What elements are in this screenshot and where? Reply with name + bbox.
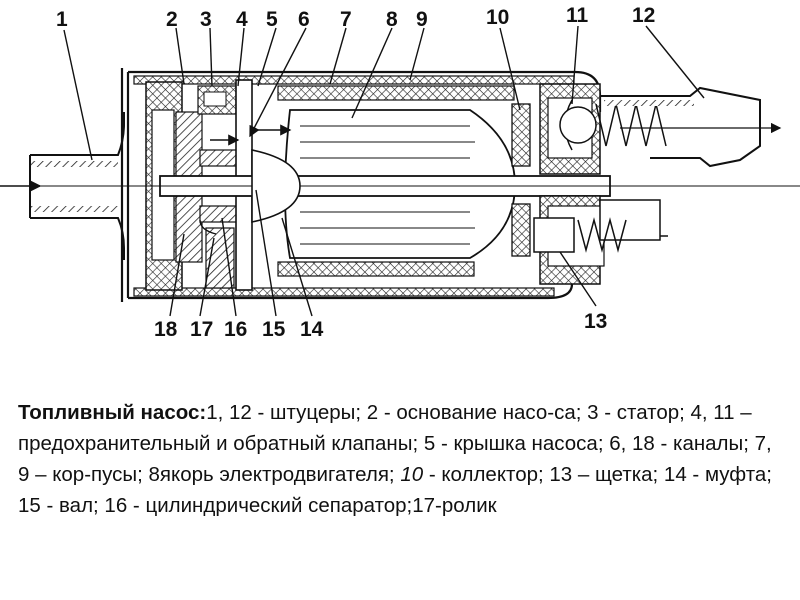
label-1: 1 [56, 8, 68, 31]
label-16: 16 [224, 318, 247, 341]
leader-lines [63, 25, 705, 317]
fuel-pump-diagram: 1 2 3 4 5 6 7 8 9 10 11 12 13 18 17 16 1… [0, 4, 800, 341]
label-13: 13 [584, 310, 607, 333]
check-valve [559, 99, 667, 151]
brush [533, 217, 668, 253]
label-8: 8 [386, 8, 398, 31]
caption-title: Топливный насос: [18, 401, 207, 424]
magnets [277, 85, 515, 277]
caption: Топливный насос:1, 12 - штуцеры; 2 - осн… [18, 397, 788, 521]
label-6: 6 [298, 8, 310, 31]
shaft [0, 175, 800, 197]
label-4: 4 [236, 8, 248, 31]
caption-part2: - коллектор; 13 – щетка; 14 - муфта; 15 … [18, 463, 772, 517]
label-11: 11 [566, 4, 589, 27]
label-5: 5 [266, 8, 278, 31]
flow-arrows [0, 124, 292, 235]
coupling [251, 149, 301, 223]
label-7: 7 [340, 8, 352, 31]
collector [511, 103, 531, 257]
label-2: 2 [166, 8, 178, 31]
pump-stator [197, 79, 253, 291]
label-18: 18 [154, 318, 178, 341]
label-15: 15 [262, 318, 286, 341]
label-17: 17 [190, 318, 213, 341]
inlet-fitting [29, 112, 125, 260]
label-3: 3 [200, 8, 212, 31]
label-12: 12 [632, 4, 655, 27]
caption-part1: 1, 12 - штуцеры; 2 - основание насо-са; … [18, 401, 772, 486]
label-9: 9 [416, 8, 428, 31]
outlet-fitting [600, 86, 782, 168]
label-10: 10 [486, 6, 509, 29]
caption-italic: 10 [400, 463, 424, 486]
part-labels: 1 2 3 4 5 6 7 8 9 10 11 12 13 18 17 16 1… [56, 4, 655, 341]
label-14: 14 [300, 318, 324, 341]
